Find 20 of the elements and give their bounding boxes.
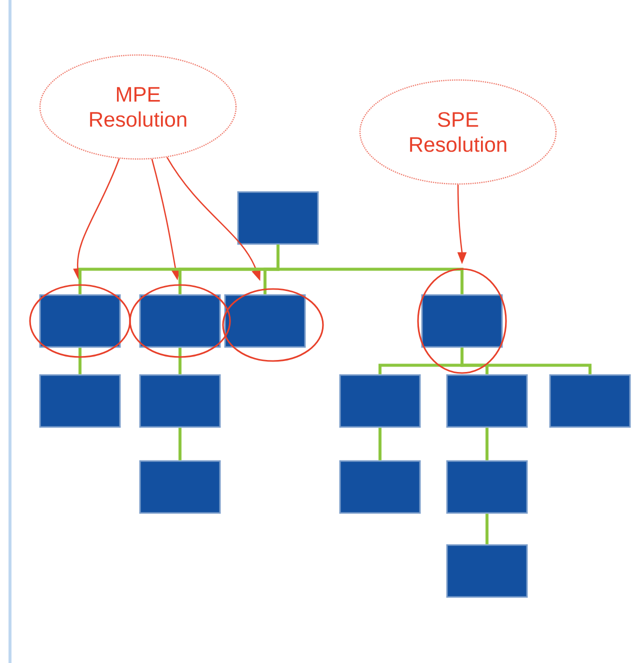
- org-box: [237, 191, 319, 245]
- connector-line: [460, 348, 592, 374]
- org-box: [139, 460, 221, 514]
- org-box: [421, 294, 503, 348]
- connector-line: [486, 514, 488, 544]
- org-box: [446, 544, 528, 598]
- org-box: [139, 294, 221, 348]
- connector-line: [486, 428, 488, 460]
- org-box: [339, 374, 421, 428]
- connector-line: [178, 428, 182, 460]
- org-box: [339, 460, 421, 514]
- org-box: [446, 460, 528, 514]
- connector-line: [276, 244, 464, 294]
- org-box: [39, 294, 121, 348]
- org-box: [549, 374, 631, 428]
- org-box: [446, 374, 528, 428]
- org-box: [39, 374, 121, 428]
- org-box: [224, 294, 306, 348]
- connector-line: [378, 428, 382, 460]
- org-box: [139, 374, 221, 428]
